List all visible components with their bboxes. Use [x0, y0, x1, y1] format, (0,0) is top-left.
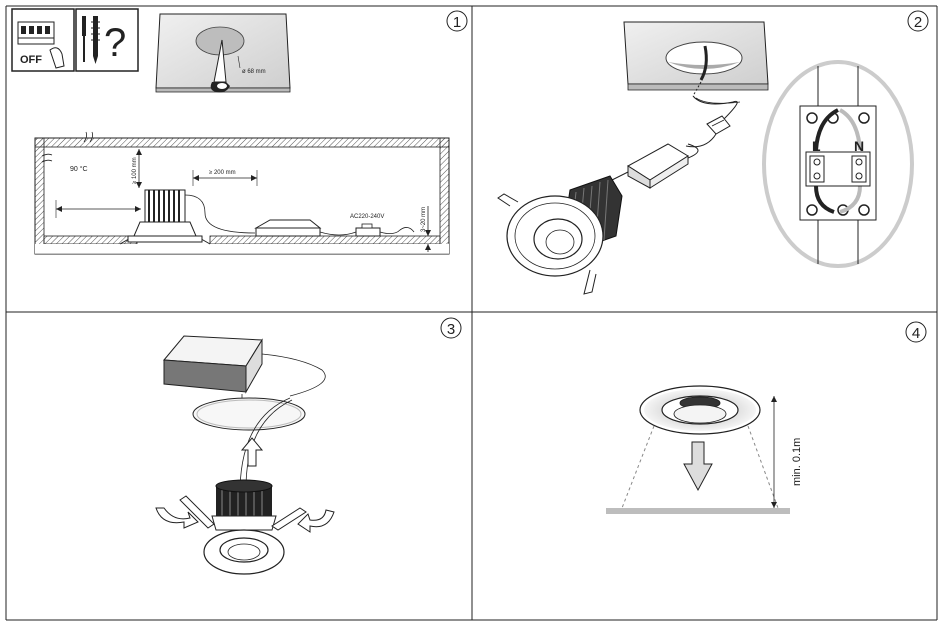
step-2-number: 2 — [914, 14, 922, 31]
min-distance-label: min. 0.1m — [791, 438, 803, 486]
cavity-cross-section: 90 °C — [34, 131, 450, 255]
clearance-top-label: ≥ 100 mm — [132, 157, 138, 184]
step-4-number: 4 — [912, 325, 920, 342]
temperature-label: 90 °C — [70, 165, 88, 173]
wall-plug-icon — [91, 16, 100, 64]
min-distance-dimension: min. 0.1m — [771, 396, 803, 508]
installed-downlight — [639, 385, 761, 435]
step-3-badge — [440, 317, 462, 339]
left-rotate-arrow-icon — [155, 507, 199, 529]
led-driver — [599, 143, 699, 189]
right-rotate-arrow-icon — [297, 509, 335, 533]
downlight — [497, 175, 623, 295]
live-terminal-label: L — [812, 138, 821, 154]
down-arrow-icon — [683, 441, 713, 492]
wiring-detail: L N — [762, 60, 914, 268]
step-2-panel: 2 — [497, 10, 929, 295]
step-1-panel: 1 OFF ? — [11, 8, 468, 255]
panel-grid — [5, 5, 938, 621]
ceiling-hole-illustration: ø 68 mm — [155, 13, 291, 93]
led-driver-step3 — [162, 335, 326, 397]
light-cone — [621, 425, 779, 509]
question-icon: ? — [104, 21, 126, 65]
step-1-badge — [446, 10, 468, 32]
off-label: OFF — [20, 54, 42, 66]
step-3-number: 3 — [447, 321, 455, 338]
power-switch-off-icon: OFF — [11, 8, 75, 72]
ceiling-plate — [623, 21, 769, 91]
supply-cable — [685, 81, 741, 148]
downlight-section — [119, 189, 211, 245]
voltage-label: AC220-240V — [350, 214, 384, 220]
hole-diameter-label: ø 68 mm — [242, 69, 266, 75]
up-arrow-icon — [240, 437, 264, 467]
step-1-number: 1 — [453, 14, 461, 31]
tools-icon-box: ? — [75, 8, 139, 72]
ceiling-thickness-label: 3~20 mm — [421, 207, 427, 232]
downlight-step3 — [179, 479, 307, 575]
step-3-panel: 3 — [155, 317, 462, 575]
floor-surface — [606, 508, 790, 514]
driver-distance-label: ≥ 200 mm — [209, 170, 236, 176]
step-4-badge — [905, 321, 927, 343]
neutral-terminal-label: N — [854, 138, 864, 154]
step-2-badge — [907, 10, 929, 32]
screwdriver-icon — [82, 16, 86, 62]
ceiling-opening — [192, 397, 306, 431]
step-4-panel: 4 min. 0.1m — [606, 321, 927, 514]
